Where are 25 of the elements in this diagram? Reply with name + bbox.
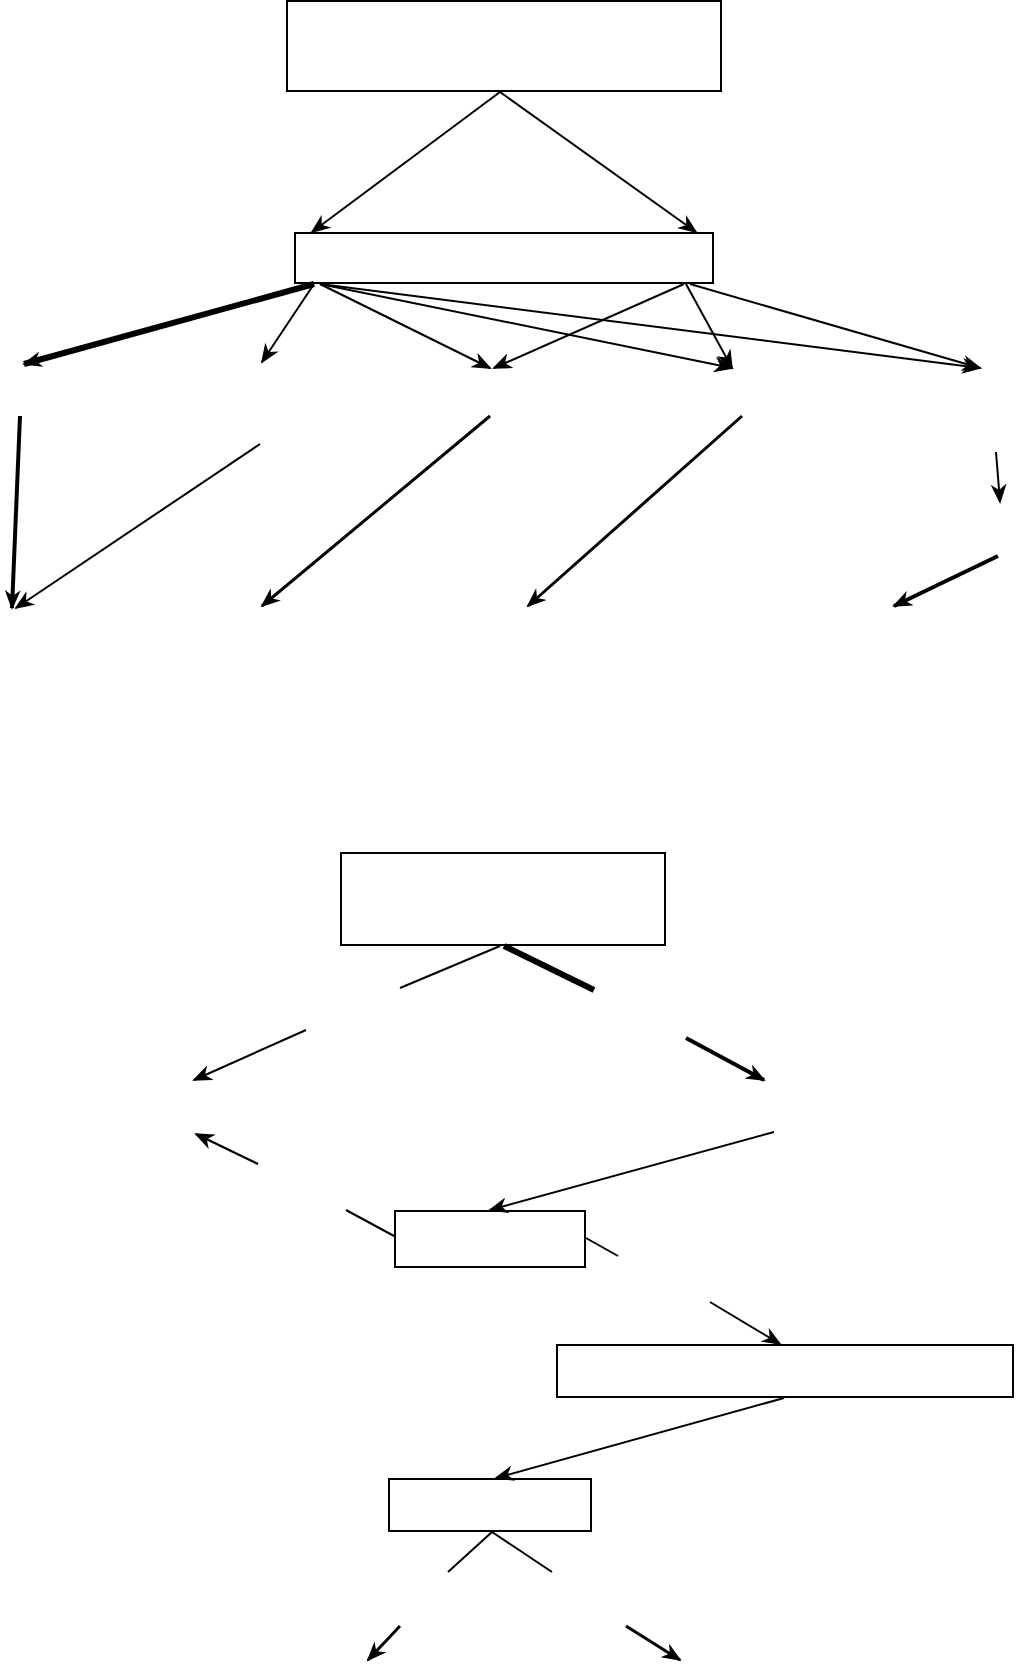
connector-line [447, 1531, 493, 1573]
connector-line [585, 1237, 619, 1257]
arrow [499, 91, 698, 234]
arrow [492, 283, 685, 369]
empty-box [286, 0, 722, 92]
connector-line [345, 1209, 395, 1237]
arrow [310, 91, 501, 234]
empty-box [388, 1478, 592, 1532]
arrow [260, 283, 315, 364]
empty-box [340, 852, 666, 946]
arrow [494, 1397, 785, 1481]
arrow [22, 281, 315, 367]
arrow [319, 283, 734, 373]
arrow [709, 1301, 782, 1346]
arrow [488, 1131, 775, 1213]
arrow [319, 283, 982, 374]
empty-box [294, 232, 714, 284]
connector-line [502, 943, 596, 993]
empty-box [556, 1344, 1014, 1398]
connector-line [491, 1531, 553, 1573]
empty-box [394, 1210, 586, 1268]
arrow [689, 283, 982, 371]
connector-line [399, 945, 501, 989]
arrow [685, 283, 733, 370]
arrow [319, 283, 492, 369]
